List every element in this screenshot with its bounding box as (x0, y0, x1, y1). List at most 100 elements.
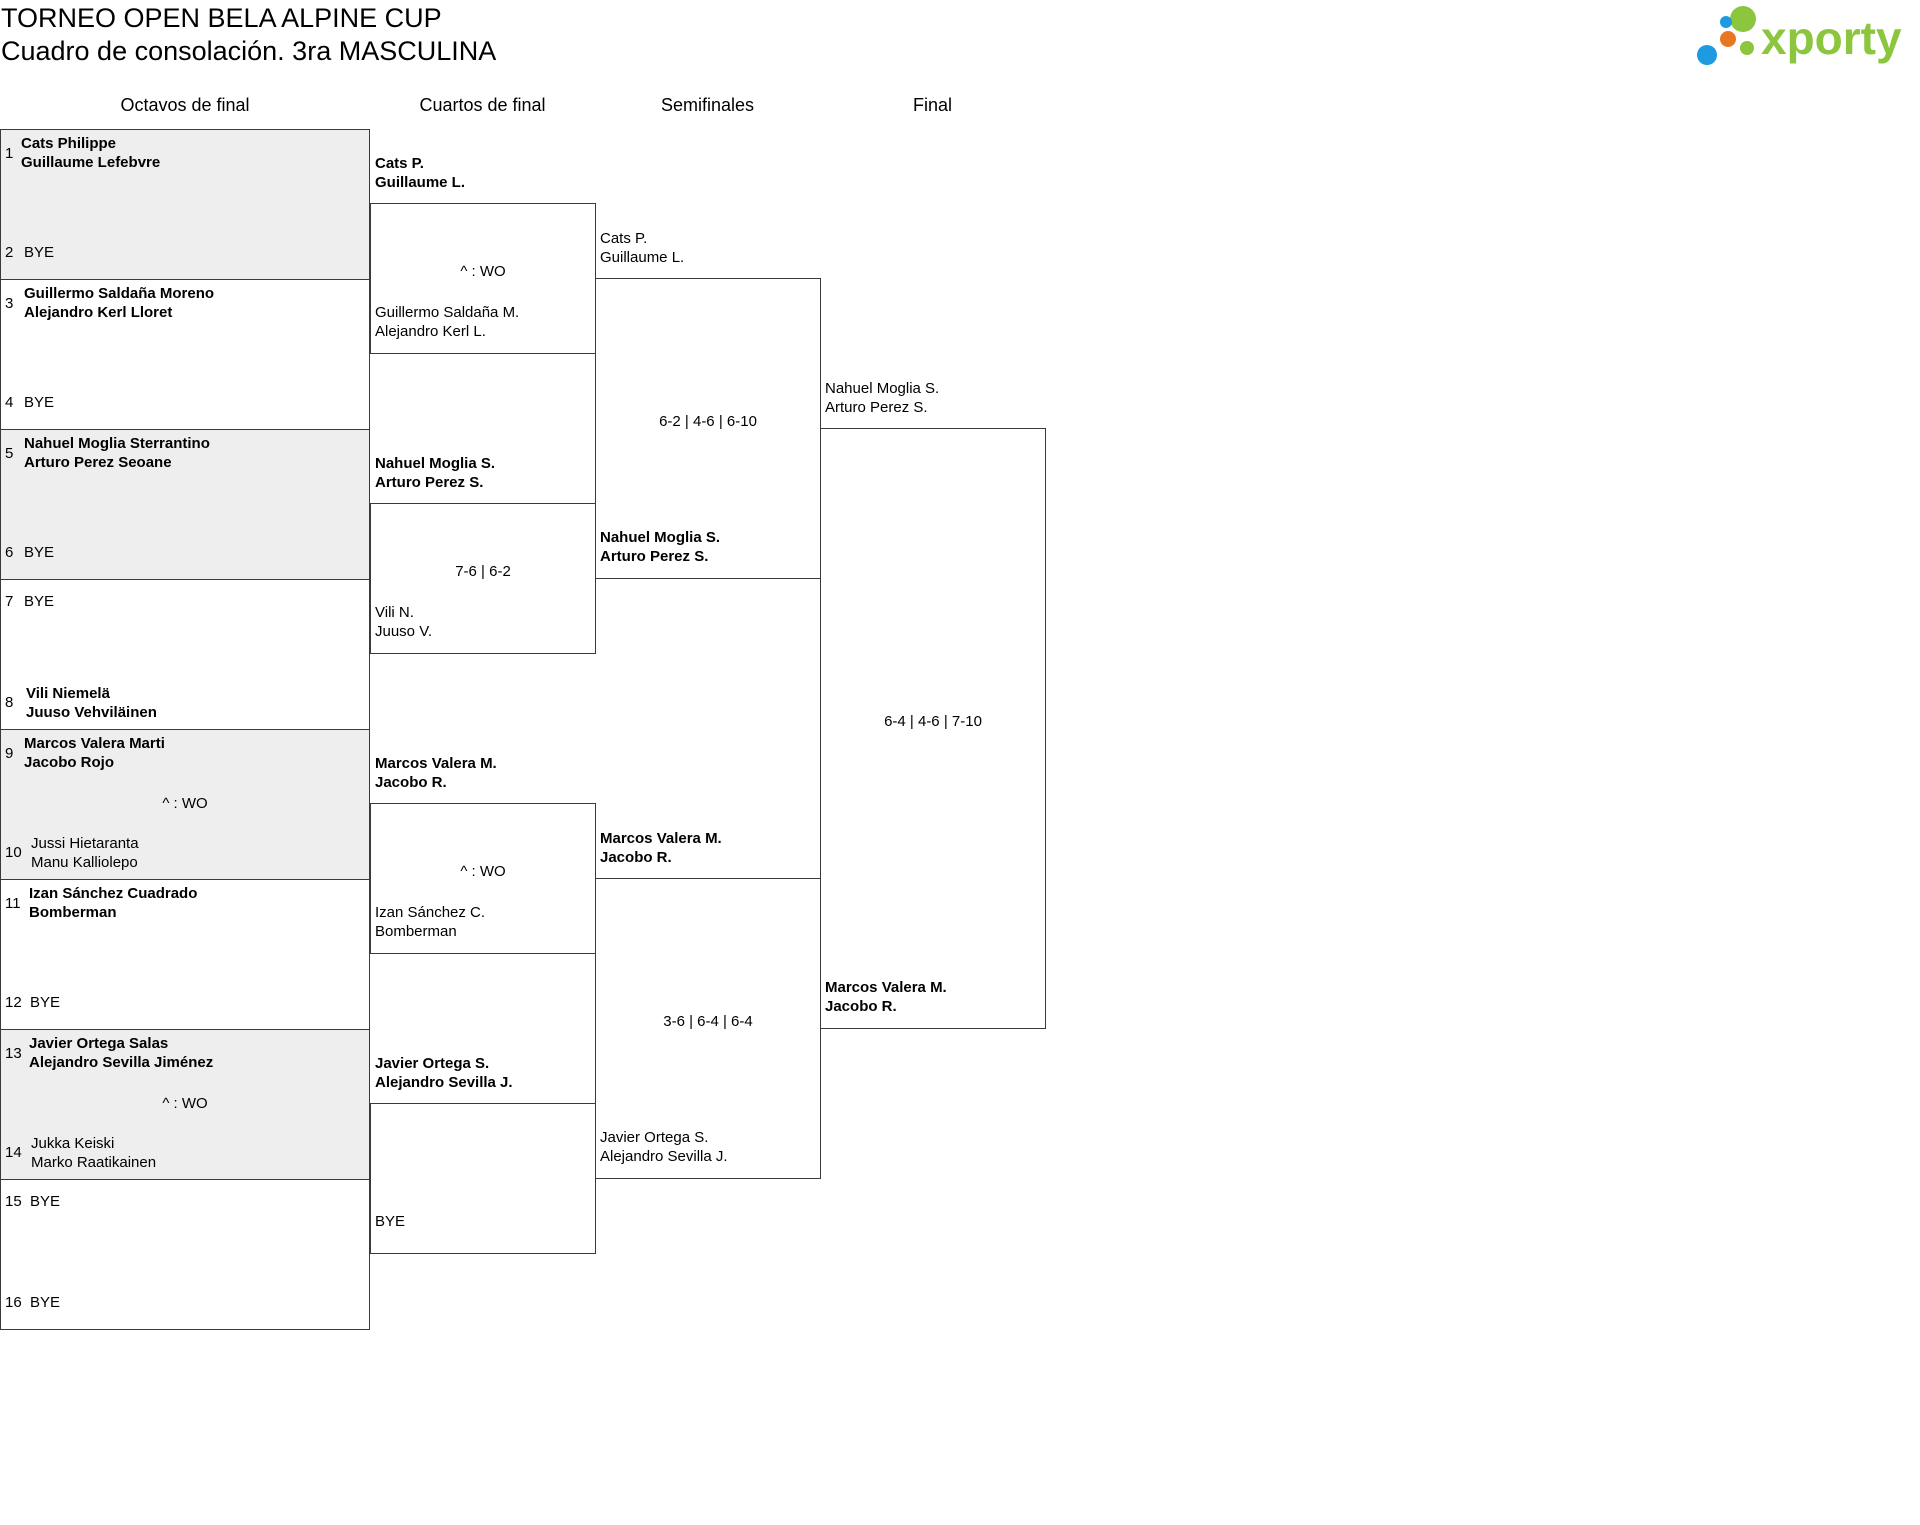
player-name: Guillaume Lefebvre (21, 154, 161, 171)
player-name: Javier Ortega S. (600, 1129, 709, 1146)
draw-subtitle: Cuadro de consolación. 3ra MASCULINA (1, 36, 497, 66)
bye-slot: BYE (24, 394, 55, 411)
player-name: Jacobo R. (600, 849, 672, 866)
player-name: Guillermo Saldaña M. (375, 304, 520, 321)
player-name: Jacobo R. (825, 998, 897, 1015)
seed-number: 6 (5, 544, 14, 561)
player-name: Alejandro Sevilla J. (375, 1074, 513, 1091)
player-name: Bomberman (29, 904, 117, 921)
player-name: Javier Ortega S. (375, 1055, 490, 1072)
seed-number: 15 (5, 1193, 22, 1210)
seed-number: 1 (5, 145, 14, 162)
player-name: Guillermo Saldaña Moreno (24, 285, 215, 302)
player-name: Nahuel Moglia S. (600, 529, 721, 546)
player-name: Marko Raatikainen (31, 1154, 157, 1171)
player-name: Nahuel Moglia Sterrantino (24, 435, 210, 452)
round-header-r16: Octavos de final (120, 95, 250, 115)
player-name: Alejandro Sevilla Jiménez (29, 1054, 214, 1071)
match-score: 6-4 | 4-6 | 7-10 (884, 713, 982, 730)
xporty-logo: xporty (1697, 6, 1902, 65)
seed-number: 13 (5, 1045, 22, 1062)
bye-slot: BYE (375, 1213, 406, 1230)
player-name: Arturo Perez S. (375, 474, 484, 491)
bye-slot: BYE (24, 244, 55, 261)
team-entry: Marcos Valera M.Jacobo R. (600, 829, 722, 867)
match-score: ^ : WO (460, 863, 506, 880)
seed-number: 2 (5, 244, 14, 261)
team-entry: Nahuel Moglia S. Arturo Perez S. (375, 454, 495, 492)
match-score: ^ : WO (460, 263, 506, 280)
player-name: Arturo Perez S. (600, 548, 709, 565)
team-entry: Vili N. Juuso V. (375, 603, 432, 641)
player-name: Manu Kalliolepo (31, 854, 138, 871)
logo-dot-green (1730, 6, 1756, 32)
player-name: Arturo Perez Seoane (24, 454, 172, 471)
match-score: 6-2 | 4-6 | 6-10 (659, 413, 757, 430)
logo-wordmark: xporty (1761, 12, 1902, 64)
player-name: Guillaume L. (375, 174, 466, 191)
team-entry: Nahuel Moglia S. Arturo Perez S. (600, 528, 720, 566)
player-name: Cats Philippe (21, 135, 117, 152)
player-name: Arturo Perez S. (825, 399, 928, 416)
seed-number: 7 (5, 593, 14, 610)
team-entry: Cats P.Guillaume L. (600, 229, 684, 267)
team-entry: Nahuel Moglia S. Arturo Perez S. (825, 379, 939, 417)
seed-number: 9 (5, 745, 14, 762)
player-name: Bomberman (375, 923, 457, 940)
seed-number: 12 (5, 994, 22, 1011)
player-name: Cats P. (375, 155, 424, 172)
player-name: Alejandro Sevilla J. (600, 1148, 728, 1165)
team-entry: Guillermo Saldaña M. Alejandro Kerl L. (375, 303, 519, 341)
team-entry: Izan Sánchez C. Bomberman (375, 903, 485, 941)
bye-slot: BYE (30, 994, 61, 1011)
match-score: ^ : WO (162, 1095, 208, 1112)
seed-number: 8 (5, 694, 14, 711)
team-entry: Marcos Valera M.Jacobo R. (375, 754, 497, 792)
player-name: Javier Ortega Salas (29, 1035, 169, 1052)
player-name: Juuso Vehviläinen (26, 704, 157, 721)
player-name: Jussi Hietaranta (31, 835, 139, 852)
qf-match (370, 1103, 596, 1254)
logo-dot-blue (1697, 45, 1717, 65)
player-name: Guillaume L. (600, 249, 685, 266)
player-name: Vili N. (375, 604, 414, 621)
bye-slot: BYE (24, 593, 55, 610)
player-name: Nahuel Moglia S. (375, 455, 496, 472)
r16-match (0, 1179, 370, 1330)
player-name: Jacobo Rojo (24, 754, 115, 771)
r16-match (0, 429, 370, 580)
r16-match (0, 129, 370, 280)
player-name: Alejandro Kerl Lloret (24, 304, 173, 321)
player-name: Juuso V. (375, 623, 432, 640)
player-name: Vili Niemelä (26, 685, 110, 702)
player-name: Marcos Valera M. (825, 979, 947, 996)
player-name: Alejandro Kerl L. (375, 323, 486, 340)
team-entry: Marcos Valera M. Jacobo R. (825, 978, 947, 1016)
player-name: Jacobo R. (375, 774, 447, 791)
player-name: Nahuel Moglia S. (825, 380, 940, 397)
final-match (820, 428, 1046, 1029)
player-name: Izan Sánchez C. (375, 904, 486, 921)
team-entry: Cats P. Guillaume L. (375, 154, 465, 192)
tournament-title: TORNEO OPEN BELA ALPINE CUP (1, 3, 442, 33)
match-score: ^ : WO (162, 795, 208, 812)
player-name: Jukka Keiski (31, 1135, 115, 1152)
logo-dot-orange (1720, 31, 1736, 47)
seed-number: 3 (5, 295, 14, 312)
logo-dot-green-small (1740, 41, 1754, 55)
round-header-sf: Semifinales (660, 95, 755, 115)
seed-number: 14 (5, 1144, 22, 1161)
match-score: 7-6 | 6-2 (455, 563, 511, 580)
bye-slot: BYE (24, 544, 55, 561)
seed-number: 5 (5, 445, 14, 462)
logo-dot-blue-small (1720, 16, 1732, 28)
seed-number: 11 (5, 895, 21, 912)
